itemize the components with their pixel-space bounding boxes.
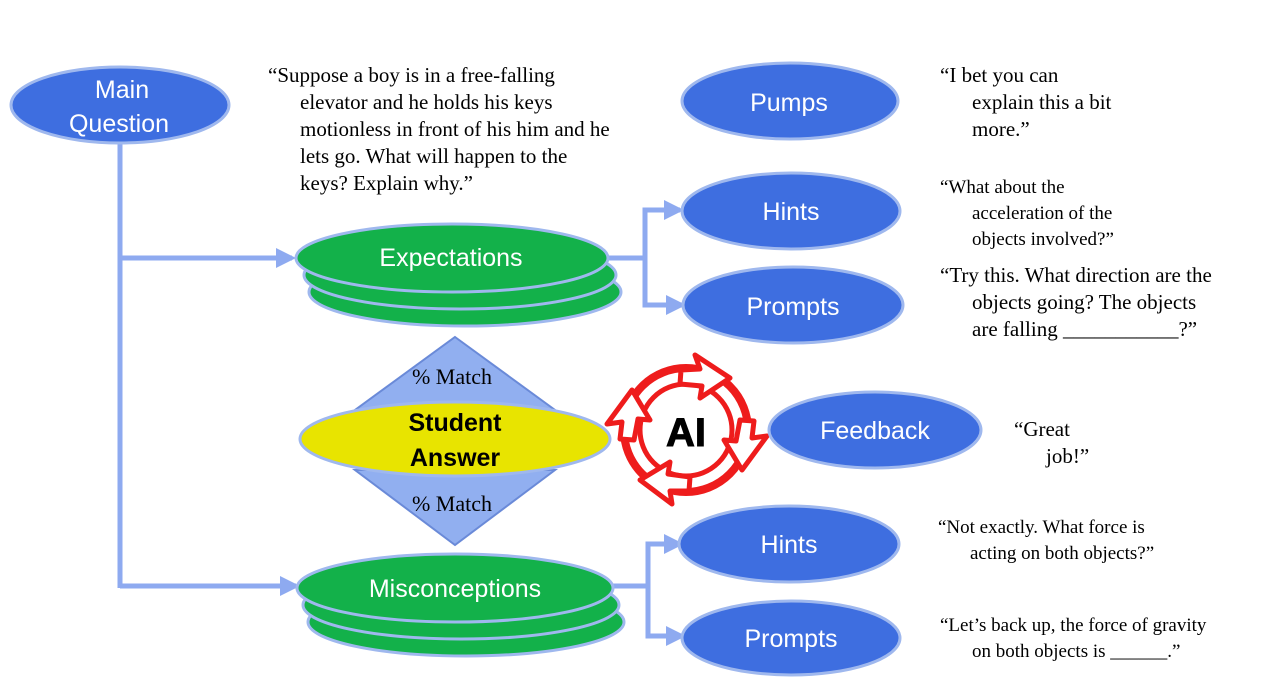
quote-line: elevator and he holds his keys	[300, 90, 553, 114]
pumps-quote: “I bet you can explain this a bit more.”	[940, 62, 1111, 143]
misconceptions-node[interactable]: Misconceptions	[295, 552, 626, 658]
arrow-to-prompts-bottom	[645, 586, 686, 646]
student-answer-label-line1: Student	[408, 409, 502, 437]
match-label-bottom: % Match	[412, 491, 492, 516]
quote-line: “I bet you can	[940, 63, 1059, 87]
prompts-bottom-label: Prompts	[744, 625, 837, 653]
pumps-label: Pumps	[750, 89, 828, 117]
prompts-bottom-node[interactable]: Prompts	[680, 599, 902, 677]
ai-label: AI	[666, 411, 706, 455]
hints-bottom-label: Hints	[761, 531, 818, 559]
quote-line: more.”	[972, 117, 1030, 141]
arrow-to-hints-bottom	[612, 534, 684, 589]
quote-line: “Try this. What direction are the	[940, 263, 1212, 287]
prompts-top-quote: “Try this. What direction are the object…	[940, 262, 1212, 343]
student-answer-label-line2: Answer	[410, 444, 501, 472]
quote-line: objects going? The objects	[972, 290, 1197, 314]
feedback-node[interactable]: Feedback	[767, 390, 983, 470]
ai-arrow-right	[721, 417, 770, 473]
pumps-node[interactable]: Pumps	[680, 61, 900, 141]
ai-cycle-icon	[604, 352, 770, 507]
quote-line: acting on both objects?”	[970, 543, 1155, 564]
hints-bottom-quote: “Not exactly. What force is acting on bo…	[938, 515, 1154, 567]
expectations-node[interactable]: Expectations	[294, 222, 623, 328]
connectors	[117, 140, 686, 646]
main-question-quote: “Suppose a boy is in a free-falling elev…	[268, 62, 610, 197]
feedback-label: Feedback	[820, 417, 930, 445]
match-label-top: % Match	[412, 364, 492, 389]
misconceptions-label: Misconceptions	[369, 575, 541, 603]
quote-line: motionless in front of his him and he	[300, 117, 610, 141]
quote-line: explain this a bit	[972, 90, 1112, 114]
student-answer-node[interactable]: Student Answer	[298, 400, 612, 478]
main-question-node[interactable]: Main Question	[9, 65, 231, 145]
expectations-layer-1	[294, 222, 610, 294]
hints-top-quote: “What about the acceleration of the obje…	[940, 175, 1114, 253]
prompts-top-node[interactable]: Prompts	[681, 265, 905, 345]
ai-arrow-top	[677, 352, 733, 401]
expectations-label: Expectations	[379, 244, 522, 272]
misconceptions-layer-1	[295, 552, 615, 624]
quote-line: “Let’s back up, the force of gravity	[940, 615, 1207, 636]
quote-line: keys? Explain why.”	[300, 171, 474, 195]
ai-arrow-left	[604, 387, 653, 443]
hints-bottom-node[interactable]: Hints	[677, 504, 901, 584]
quote-line: objects involved?”	[972, 229, 1114, 250]
prompts-bottom-quote: “Let’s back up, the force of gravity on …	[940, 613, 1206, 665]
arrow-to-prompts-top	[642, 258, 686, 315]
quote-line: “Great	[1014, 417, 1070, 441]
arrow-to-hints-top	[605, 200, 684, 261]
quote-line: are falling ___________?”	[972, 317, 1198, 341]
quote-line: “Not exactly. What force is	[938, 517, 1145, 538]
main-question-label-line2: Question	[69, 110, 169, 138]
quote-line: “What about the	[940, 177, 1065, 198]
quote-line: “Suppose a boy is in a free-falling	[268, 63, 555, 87]
prompts-top-label: Prompts	[746, 293, 839, 321]
feedback-quote: “Great job!”	[1014, 416, 1089, 470]
quote-line: on both objects is ______.”	[972, 641, 1181, 662]
main-question-label-line1: Main	[95, 76, 149, 104]
hints-top-label: Hints	[763, 198, 820, 226]
ai-arrow-bottom	[637, 459, 693, 507]
quote-line: lets go. What will happen to the	[300, 144, 568, 168]
quote-line: acceleration of the	[972, 203, 1113, 224]
hints-top-node[interactable]: Hints	[680, 171, 902, 251]
quote-line: job!”	[1046, 444, 1090, 468]
